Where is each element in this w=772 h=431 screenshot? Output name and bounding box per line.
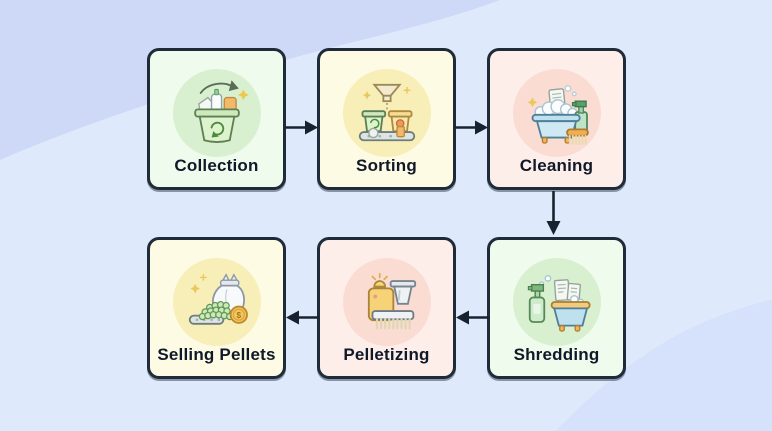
step-shredding: Shredding — [487, 237, 626, 379]
shredded-paper-tub-icon — [512, 258, 601, 346]
recycling-bin-icon — [172, 69, 261, 157]
pelletizer-machine-icon — [342, 258, 431, 346]
arrow-sorting-to-cleaning — [455, 120, 488, 135]
step-label: Collection — [174, 156, 259, 175]
arrow-collection-to-sorting — [285, 120, 318, 135]
step-pelletizing: Pelletizing — [317, 237, 456, 379]
arrow-shredding-to-pelletizing — [456, 310, 489, 325]
step-sorting: Sorting — [317, 48, 456, 190]
step-selling-pellets: $ Selling Pellets — [147, 237, 286, 379]
step-collection: Collection — [147, 48, 286, 190]
money-bag-pellets-icon: $ — [172, 258, 261, 346]
sorting-funnel-bins-icon — [342, 69, 431, 157]
step-label: Cleaning — [519, 156, 594, 175]
step-label: Sorting — [356, 156, 417, 175]
step-label: Shredding — [513, 345, 600, 364]
svg-text:$: $ — [236, 311, 241, 320]
step-cleaning: Cleaning — [487, 48, 626, 190]
arrow-cleaning-to-shredding — [546, 191, 561, 235]
step-label: Pelletizing — [343, 345, 430, 364]
arrow-pelletizing-to-selling-pellets — [286, 310, 319, 325]
washing-tub-icon — [512, 69, 601, 157]
step-label: Selling Pellets — [157, 345, 276, 364]
